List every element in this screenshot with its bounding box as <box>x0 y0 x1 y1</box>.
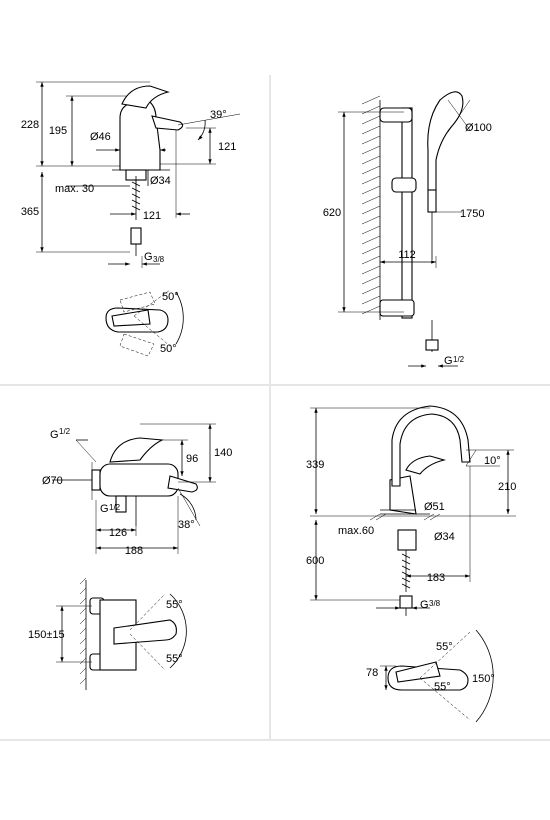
bath-mixer-lever <box>109 437 164 463</box>
dim-195: 195 <box>49 125 67 137</box>
thread-g-bottom: G <box>100 503 109 515</box>
thread-g: G <box>420 599 429 611</box>
dim-620: 620 <box>323 207 341 219</box>
diameter-34: Ø34 <box>150 175 171 187</box>
dim-121-reach: 121 <box>143 210 161 222</box>
bath-mixer-body <box>99 463 179 497</box>
angle-150: 150° <box>472 673 495 685</box>
wall-hatch-shower <box>361 95 381 315</box>
angle-50-bottom: 50° <box>160 343 177 355</box>
angle-55-bottom: 55° <box>434 681 451 693</box>
angle-55-top: 55° <box>166 599 183 611</box>
max-30: max. 30 <box>55 183 94 195</box>
diameter-34: Ø34 <box>434 531 455 543</box>
bath-mixer-spout <box>167 475 198 493</box>
basin-mixer-body <box>119 101 161 171</box>
bath-mixer-front-lever <box>113 619 177 645</box>
dim-126: 126 <box>109 527 127 539</box>
basin-mixer-lever <box>121 85 170 109</box>
dim-365: 365 <box>21 206 39 218</box>
dim-183: 183 <box>427 572 445 584</box>
angle-55-top: 55° <box>436 641 453 653</box>
dim-96: 96 <box>186 453 198 465</box>
bath-mixer-labels: G 1/2 140 96 Ø70 G 1/2 126 38° 188 150±1… <box>28 427 232 665</box>
thread-1-2-top: 1/2 <box>59 427 71 436</box>
thread-g-top: G <box>50 429 59 441</box>
shower-rail-drawing <box>338 91 471 368</box>
dim-1750: 1750 <box>460 208 484 220</box>
shower-rail-labels: Ø100 620 1750 112 G 1/2 <box>323 122 492 367</box>
sink-mixer-drawing <box>310 405 516 723</box>
max-60: max.60 <box>338 525 374 537</box>
dim-78: 78 <box>366 667 378 679</box>
thread-g: G <box>144 251 153 263</box>
panel-frames <box>0 75 550 741</box>
diameter-46: Ø46 <box>90 131 111 143</box>
angle-50-top: 50° <box>162 291 179 303</box>
dim-121-height: 121 <box>218 141 236 153</box>
dim-140: 140 <box>214 447 232 459</box>
bath-mixer-drawing <box>52 423 216 690</box>
hand-shower <box>427 91 464 191</box>
basin-mixer-labels: 228 195 Ø46 39° 121 max. 30 Ø34 365 121 … <box>21 109 237 355</box>
thread-g: G <box>444 355 453 367</box>
dim-188: 188 <box>125 545 143 557</box>
sink-mixer-gooseneck <box>391 405 471 487</box>
thread-1-2-bottom: 1/2 <box>109 503 121 512</box>
angle-38: 38° <box>178 519 195 531</box>
diameter-100: Ø100 <box>465 122 492 134</box>
angle-10: 10° <box>484 455 501 467</box>
dim-600: 600 <box>306 555 324 567</box>
sink-mixer-lever <box>405 455 447 475</box>
basin-mixer-spout <box>151 115 184 131</box>
basin-mixer-drawing <box>36 81 241 357</box>
thread-3-8: 3/8 <box>429 599 441 608</box>
thread-1-2: 1/2 <box>453 355 465 364</box>
dim-210: 210 <box>498 481 516 493</box>
dim-228: 228 <box>21 119 39 131</box>
thread-3-8: 3/8 <box>153 255 165 264</box>
diameter-51: Ø51 <box>424 501 445 513</box>
dim-339: 339 <box>306 459 324 471</box>
dim-150: 150±15 <box>28 629 65 641</box>
shower-rail-bar <box>401 107 413 319</box>
dim-112: 112 <box>398 249 416 261</box>
angle-55-bottom: 55° <box>166 653 183 665</box>
angle-39: 39° <box>210 109 227 121</box>
sink-mixer-labels: 339 10° 210 Ø51 max.60 Ø34 600 183 G 3/8… <box>306 455 516 693</box>
diameter-70: Ø70 <box>42 475 63 487</box>
